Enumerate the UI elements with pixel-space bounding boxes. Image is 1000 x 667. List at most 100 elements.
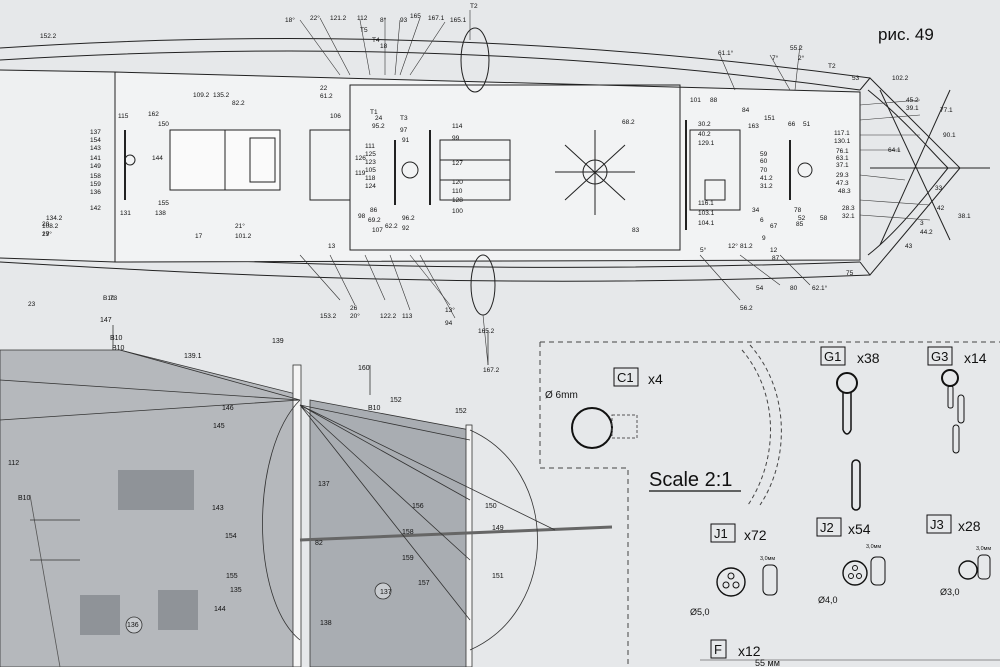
sail-callout: 139: [272, 338, 284, 345]
deck-callout: 137: [90, 129, 101, 136]
deck-callout: T2: [828, 63, 836, 70]
j1-disc: [716, 567, 746, 597]
sail-callout: B10: [110, 335, 123, 342]
part-quantity: x28: [958, 518, 981, 534]
deck-callout: 40.2: [698, 131, 711, 138]
hull-outline-bottom: [0, 261, 871, 282]
deck-callout: 130.1: [834, 138, 851, 145]
deck-callout: 33: [935, 185, 943, 192]
j3-side: [977, 554, 991, 580]
deck-callout: 27: [42, 231, 50, 238]
deck-callout: 66: [788, 121, 796, 128]
deck-callout: 155: [158, 200, 169, 207]
deck-callout: 123: [365, 159, 376, 166]
part-dimension: 3,0мм: [976, 546, 991, 552]
deck-callout: 142: [90, 205, 101, 212]
part-code: C1: [617, 370, 634, 385]
part-code: J2: [820, 520, 834, 535]
deck-callout: 20°: [350, 312, 360, 320]
part-quantity: x4: [648, 371, 663, 387]
deck-callout: 80: [790, 285, 798, 292]
mast-main: [401, 161, 419, 179]
deck-callout: 125: [365, 151, 376, 158]
j2-side: [870, 556, 886, 586]
deck-callout: 84: [742, 107, 750, 114]
stern-deck: [0, 69, 116, 263]
part-quantity: x54: [848, 521, 871, 537]
deck-callout: 138: [155, 210, 166, 217]
sail-callout: 147: [100, 317, 112, 324]
deck-callout: 68.2: [622, 119, 635, 126]
deck-callout: 100: [452, 208, 463, 215]
part-diameter: Ø5,0: [690, 607, 710, 617]
deck-callout: 158: [90, 173, 101, 180]
deck-callout: 31.2: [760, 183, 773, 190]
deck-callout: 82.2: [232, 100, 245, 107]
deck-callout: 39.1: [906, 105, 919, 112]
deck-callout: 6: [760, 217, 764, 224]
deck-callout: 2°: [798, 54, 805, 62]
deck-callout: 152.2: [40, 33, 57, 40]
deck-callout: 51: [803, 121, 811, 128]
deck-callout: 116.1: [698, 200, 714, 207]
hull-rail-top: [0, 50, 861, 91]
sail-callout: 151: [492, 573, 504, 580]
deck-callout: 76.1: [836, 148, 849, 155]
ship-boat-top: [460, 27, 490, 93]
sail-patch-3: [158, 590, 198, 630]
deck-callout: 124: [365, 183, 376, 190]
deck-callout: 88: [710, 97, 718, 104]
deck-callout: 22: [320, 85, 328, 92]
deck-callout: 29.3: [836, 172, 849, 179]
deck-callout: 53: [852, 75, 860, 82]
part-code-box: [820, 346, 846, 366]
deck-callout: 44.2: [920, 229, 933, 236]
ref-circle-136: [125, 616, 143, 634]
sail-callout: 158: [402, 529, 414, 536]
deck-callout: 86: [370, 207, 378, 214]
sail-callout: 146: [222, 405, 234, 412]
deck-callout: 28.3: [842, 205, 855, 212]
figure-label: рис. 49: [878, 25, 934, 44]
deck-callout: 117.1: [834, 130, 850, 137]
deck-callout: 129.1: [698, 140, 715, 147]
part-diameter: Ø3,0: [940, 587, 960, 597]
deck-callout: 8°: [380, 16, 387, 24]
deck-callout: 12°: [728, 242, 738, 250]
j2-disc: [842, 560, 868, 586]
part-code: G3: [931, 349, 948, 364]
deck-callout: 122.2: [380, 313, 397, 320]
deck-callout: 58: [820, 215, 828, 222]
deck-callout: 101: [690, 97, 701, 104]
deck-callout: 62.2: [385, 223, 398, 230]
deck-callout: 150: [158, 121, 169, 128]
deck-callout: 75: [846, 270, 854, 277]
part-code-box: [710, 523, 736, 543]
sail-callout: 144: [214, 606, 226, 613]
deck-callout: 154: [90, 137, 101, 144]
deck-callout: 87: [772, 255, 780, 262]
sail-callout: 145: [213, 423, 225, 430]
deck-callout: 3: [920, 220, 924, 227]
deck-callout: 55.2: [790, 45, 803, 52]
deck-callout: 153.2: [320, 313, 337, 320]
sail-patch-2: [80, 595, 120, 635]
part-code-box: [816, 517, 842, 537]
deck-callout: 113: [402, 313, 413, 320]
deck-callout: 22°: [310, 14, 320, 22]
deck-callout: 45.2: [906, 97, 919, 104]
deck-callout: 110: [452, 188, 463, 195]
part-diameter: Ø4,0: [818, 595, 838, 605]
grating-aft: [249, 137, 276, 183]
part-quantity: x38: [857, 350, 880, 366]
part-code-box: [710, 639, 727, 659]
deck-callout: 167.2: [483, 367, 500, 374]
part-dimension: 3,0мм: [866, 544, 881, 550]
deck-callout: 119: [355, 170, 366, 177]
deck-callout: 38.1: [958, 213, 971, 220]
part-code-box: [927, 346, 953, 366]
deck-callout: 56.2: [740, 305, 753, 312]
boom: [299, 525, 613, 542]
deck-callout: 32.1: [842, 213, 855, 220]
deck-callout: 165.1: [450, 17, 467, 24]
